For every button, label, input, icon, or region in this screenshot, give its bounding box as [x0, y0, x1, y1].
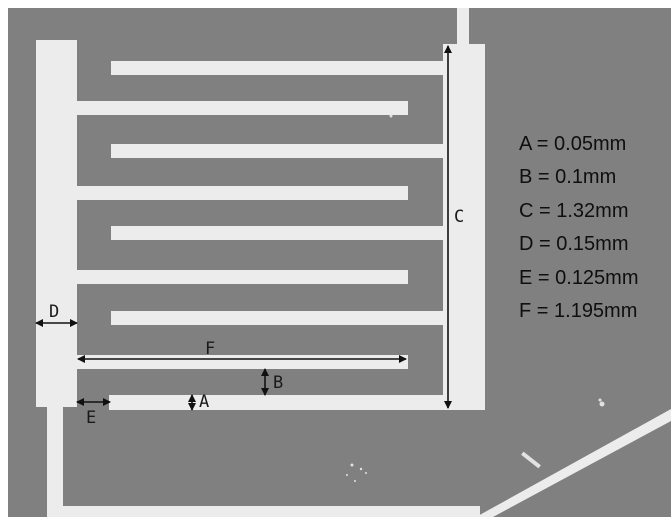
particle [354, 480, 356, 482]
dimension-label-c: C [454, 207, 464, 227]
substrate [8, 8, 671, 517]
particle [346, 474, 348, 476]
right-finger [111, 61, 443, 75]
dimension-label-f: F [205, 339, 215, 359]
legend-item-f: F = 1.195mm [519, 300, 637, 322]
dimension-legend: A = 0.05mm B = 0.1mm C = 1.32mm D = 0.15… [519, 133, 639, 322]
left-finger [77, 186, 408, 200]
dimension-label-d: D [49, 302, 59, 322]
legend-item-e: E = 0.125mm [519, 267, 639, 289]
dimension-arrows [35, 45, 452, 411]
diagonal-lead-trace [476, 409, 671, 517]
left-finger [77, 101, 408, 115]
dimension-label-b: B [273, 373, 283, 393]
legend-item-d: D = 0.15mm [519, 233, 628, 255]
debris-streak [521, 451, 541, 469]
legend-item-c: C = 1.32mm [519, 200, 628, 222]
bottom-lead-trace [47, 506, 480, 517]
debris-particles [346, 114, 605, 482]
particle [359, 467, 363, 471]
right-bottom-finger [109, 395, 443, 410]
particle [365, 472, 367, 474]
right-top-lead [457, 8, 469, 48]
particle [389, 114, 393, 118]
right-finger [111, 311, 443, 325]
left-finger [77, 355, 408, 369]
label-c-background [450, 206, 468, 226]
legend-item-b: B = 0.1mm [519, 166, 616, 188]
left-lead-trace [47, 407, 63, 517]
dimension-label-e: E [86, 408, 96, 428]
left-bus-bar [36, 40, 77, 407]
right-bus-bar [443, 44, 485, 410]
particle [599, 401, 605, 407]
right-finger [111, 226, 443, 240]
left-finger [77, 270, 408, 284]
particle [598, 398, 602, 402]
right-finger [111, 144, 443, 158]
dimension-label-a: A [199, 392, 209, 412]
legend-item-a: A = 0.05mm [519, 133, 626, 155]
particle [350, 463, 354, 467]
